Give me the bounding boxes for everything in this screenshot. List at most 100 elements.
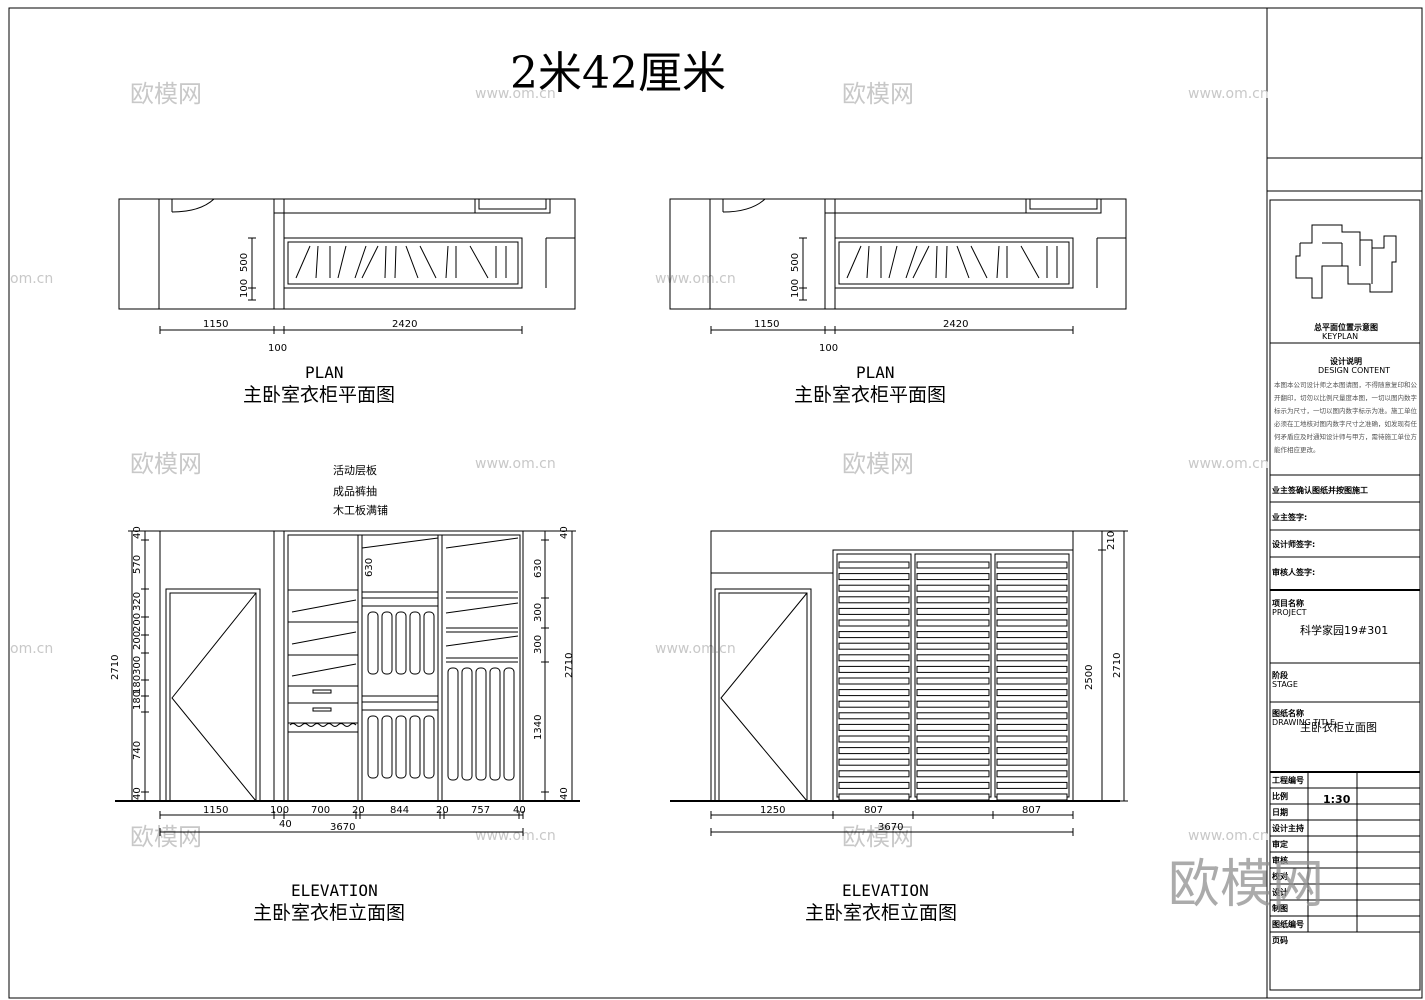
svg-text:20: 20 (436, 805, 449, 816)
svg-text:欧模网: 欧模网 (130, 450, 202, 478)
svg-text:1150: 1150 (203, 805, 228, 816)
project-name: 科学家园19#301 (1300, 623, 1388, 637)
svg-text:844: 844 (390, 805, 409, 816)
svg-text:320: 320 (132, 592, 143, 611)
title-block-row-label: 比例 (1272, 791, 1288, 801)
louver-slat (996, 723, 1068, 731)
louver-slat (996, 700, 1068, 708)
svg-text:欧模网: 欧模网 (842, 823, 914, 851)
svg-text:www.om.cn: www.om.cn (1188, 456, 1269, 472)
elev-right-label: ELEVATION (842, 881, 929, 900)
svg-text:40: 40 (513, 805, 526, 816)
louver-slat (838, 723, 910, 731)
svg-text:40: 40 (132, 787, 143, 800)
louver-slat (838, 781, 910, 789)
title-block-row-label: 校对 (1272, 871, 1288, 881)
svg-text:500: 500 (239, 253, 250, 272)
louver-slat (996, 596, 1068, 604)
louver-slat (996, 642, 1068, 650)
scale-value: 1:30 (1323, 793, 1351, 806)
louver-slat (838, 700, 910, 708)
louver-slat (916, 712, 990, 720)
svg-text:200: 200 (132, 613, 143, 632)
title-block-row-label: 制图 (1272, 903, 1288, 913)
louver-slat (916, 747, 990, 755)
svg-text:807: 807 (864, 805, 883, 816)
svg-text:2420: 2420 (392, 319, 417, 330)
svg-text:www.om.cn: www.om.cn (475, 828, 556, 844)
svg-text:总平面位置示意图: 总平面位置示意图 (1314, 322, 1378, 332)
louver-slat (916, 607, 990, 615)
svg-text:KEYPLAN: KEYPLAN (1322, 332, 1358, 341)
louver-slat (838, 619, 910, 627)
louver-slat (916, 770, 990, 778)
title-block-row-label: 审核 (1272, 855, 1288, 865)
svg-text:500: 500 (790, 253, 801, 272)
louver-slat (996, 665, 1068, 673)
svg-text:业主签字:: 业主签字: (1272, 512, 1307, 522)
louver-slat (838, 573, 910, 581)
louver-slat (996, 758, 1068, 766)
design-note-text: 本图本公司设计师之本图请图，不得随意复印和公开翻印，切勿以比例尺量度本图，一切以… (1274, 381, 1417, 454)
louver-slat (996, 712, 1068, 720)
svg-text:570: 570 (132, 555, 143, 574)
svg-text:180: 180 (132, 691, 143, 710)
note-1: 活动层板 (333, 463, 377, 477)
svg-text:STAGE: STAGE (1272, 680, 1298, 689)
louver-slat (996, 619, 1068, 627)
louver-slat (838, 793, 910, 801)
louver-slat (916, 619, 990, 627)
watermark-logo-big: 欧模网 (1168, 855, 1324, 915)
svg-text:100: 100 (819, 343, 838, 354)
louver-slat (916, 631, 990, 639)
louver-slat (996, 781, 1068, 789)
plan-left: 1150 2420 100 500 100 PLAN 主卧室衣柜平面图 (118, 198, 576, 406)
louver-slat (996, 735, 1068, 743)
louver-slat (838, 712, 910, 720)
louver-slat (838, 654, 910, 662)
title-block: 总平面位置示意图 KEYPLAN 设计说明 DESIGN CONTENT 本图本… (1267, 157, 1422, 991)
louver-slat (916, 793, 990, 801)
keyplan-drawing (1295, 224, 1397, 299)
svg-text:2500: 2500 (1084, 665, 1095, 690)
svg-text:300: 300 (533, 635, 544, 654)
louver-slat (916, 689, 990, 697)
louver-slat (838, 665, 910, 673)
title-block-row-label: 设计 (1272, 887, 1288, 897)
svg-text:40: 40 (132, 526, 143, 539)
title-block-row-label: 设计主持 (1272, 823, 1304, 833)
louver-slat (916, 596, 990, 604)
svg-text:2710: 2710 (1112, 653, 1123, 678)
louver-slat (996, 573, 1068, 581)
svg-text:100: 100 (268, 343, 287, 354)
elev-left-label: ELEVATION (291, 881, 378, 900)
louver-slat (916, 677, 990, 685)
louver-slat (916, 561, 990, 569)
note-2: 成品裤抽 (333, 484, 377, 498)
svg-text:300: 300 (533, 603, 544, 622)
svg-text:2710: 2710 (564, 653, 575, 678)
louver-slat (838, 747, 910, 755)
louver-slat (996, 584, 1068, 592)
louver-slat (838, 631, 910, 639)
elev-right-caption: 主卧室衣柜立面图 (805, 902, 957, 924)
svg-text:180: 180 (132, 675, 143, 694)
svg-text:欧模网: 欧模网 (842, 450, 914, 478)
svg-text:740: 740 (132, 741, 143, 760)
louver-slat (838, 689, 910, 697)
louver-slat (838, 561, 910, 569)
svg-text:630: 630 (364, 558, 375, 577)
elev-left-caption: 主卧室衣柜立面图 (253, 902, 405, 924)
svg-text:757: 757 (471, 805, 490, 816)
plan-left-label: PLAN (305, 363, 344, 382)
svg-text:www.om.cn: www.om.cn (1188, 828, 1269, 844)
drawing-name: 主卧衣柜立面图 (1300, 720, 1377, 734)
sheet-border (8, 7, 1423, 999)
louver-slat (838, 758, 910, 766)
svg-text:200: 200 (132, 631, 143, 650)
svg-text:www.om.cn: www.om.cn (475, 456, 556, 472)
svg-text:700: 700 (311, 805, 330, 816)
svg-text:1150: 1150 (754, 319, 779, 330)
title-block-row-label: 图纸编号 (1272, 919, 1304, 929)
svg-text:1150: 1150 (203, 319, 228, 330)
